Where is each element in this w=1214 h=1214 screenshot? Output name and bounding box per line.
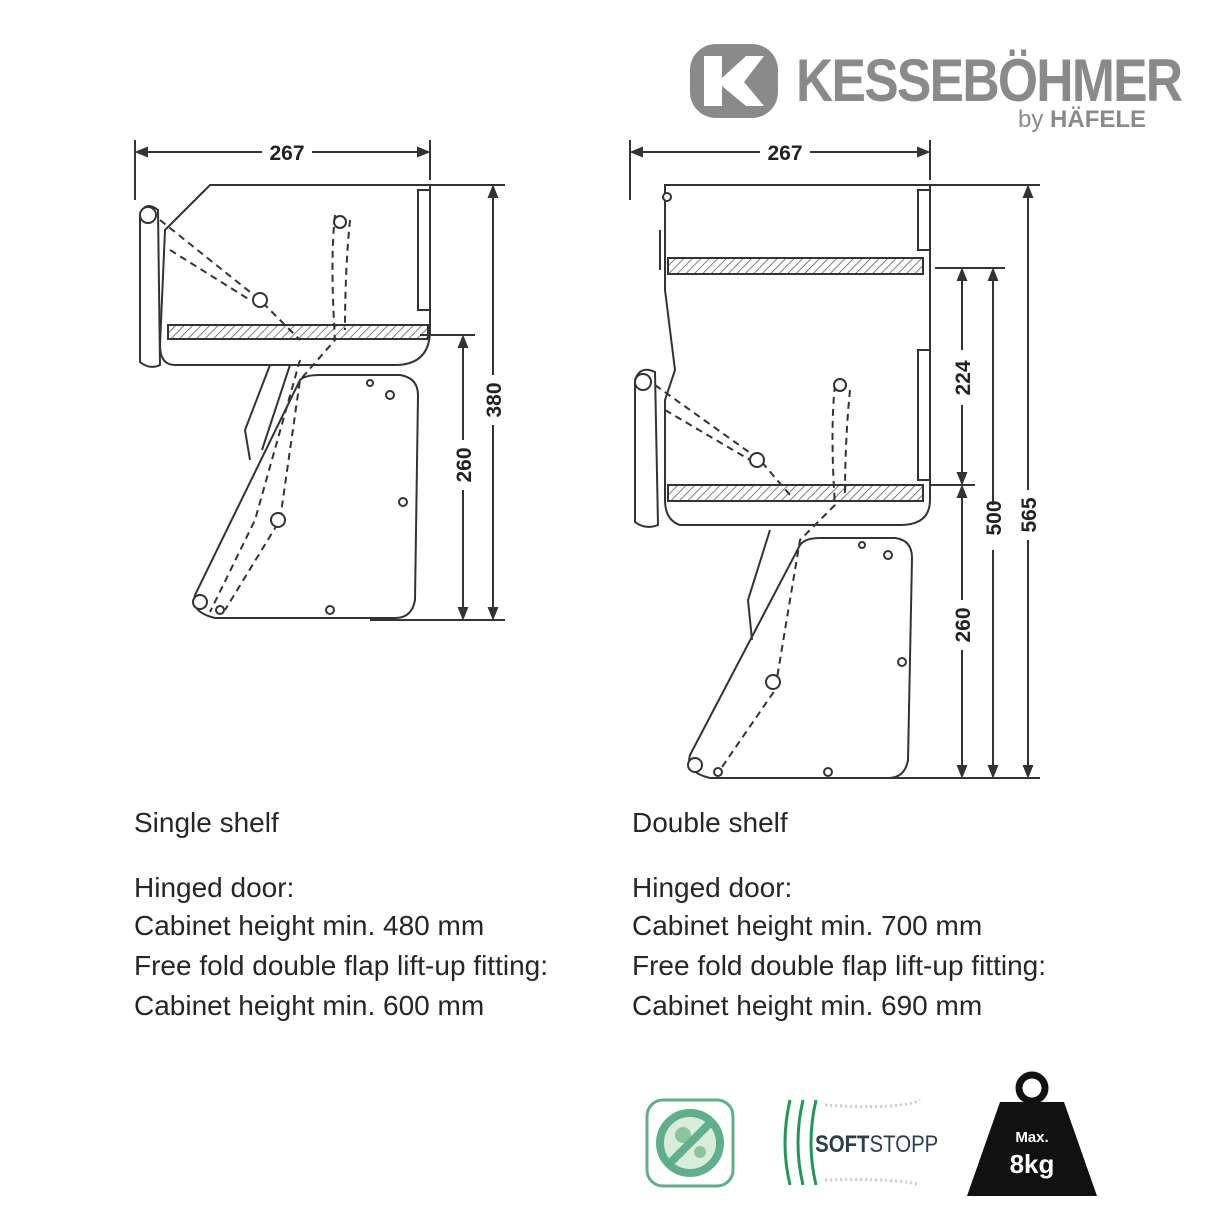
kessebohmer-logo-icon bbox=[690, 44, 778, 118]
double-line-1: Hinged door: bbox=[632, 872, 793, 903]
double-line-2: Cabinet height min. 700 mm bbox=[632, 910, 983, 941]
softstopp-icon bbox=[783, 1098, 921, 1187]
brand-partner-name: HÄFELE bbox=[1050, 106, 1147, 133]
single-height-dimension: 380 bbox=[483, 382, 506, 417]
double-lower-dimension: 260 bbox=[952, 607, 975, 642]
double-shelf-gap-dimension: 224 bbox=[952, 360, 975, 395]
weight-max-label: Max. bbox=[1015, 1129, 1048, 1146]
single-shelf-title: Single shelf bbox=[134, 807, 279, 838]
double-line-3: Free fold double flap lift-up fitting: bbox=[632, 950, 1047, 981]
single-line-2: Cabinet height min. 480 mm bbox=[134, 910, 485, 941]
brand-name: KESSEBÖHMER bbox=[796, 47, 1183, 114]
single-lower-dimension: 260 bbox=[453, 447, 476, 482]
weight-icon bbox=[967, 1071, 1097, 1196]
single-line-4: Cabinet height min. 600 mm bbox=[134, 990, 485, 1021]
double-width-dimension: 267 bbox=[767, 142, 802, 165]
antibacterial-icon bbox=[645, 1098, 735, 1188]
single-line-3: Free fold double flap lift-up fitting: bbox=[134, 950, 549, 981]
double-mid-dimension: 500 bbox=[983, 500, 1006, 535]
single-width-dimension: 267 bbox=[269, 142, 304, 165]
double-height-dimension: 565 bbox=[1018, 497, 1041, 532]
brand-by: by bbox=[1018, 106, 1044, 133]
double-line-4: Cabinet height min. 690 mm bbox=[632, 990, 983, 1021]
weight-value-label: 8kg bbox=[1010, 1149, 1055, 1179]
softstopp-label: SOFTSTOPP bbox=[815, 1130, 938, 1157]
double-shelf-diagram bbox=[629, 140, 1040, 779]
double-shelf-title: Double shelf bbox=[632, 807, 788, 838]
brand-partner: by HÄFELE bbox=[1018, 106, 1146, 134]
single-line-1: Hinged door: bbox=[134, 872, 295, 903]
single-shelf-diagram bbox=[134, 140, 505, 621]
